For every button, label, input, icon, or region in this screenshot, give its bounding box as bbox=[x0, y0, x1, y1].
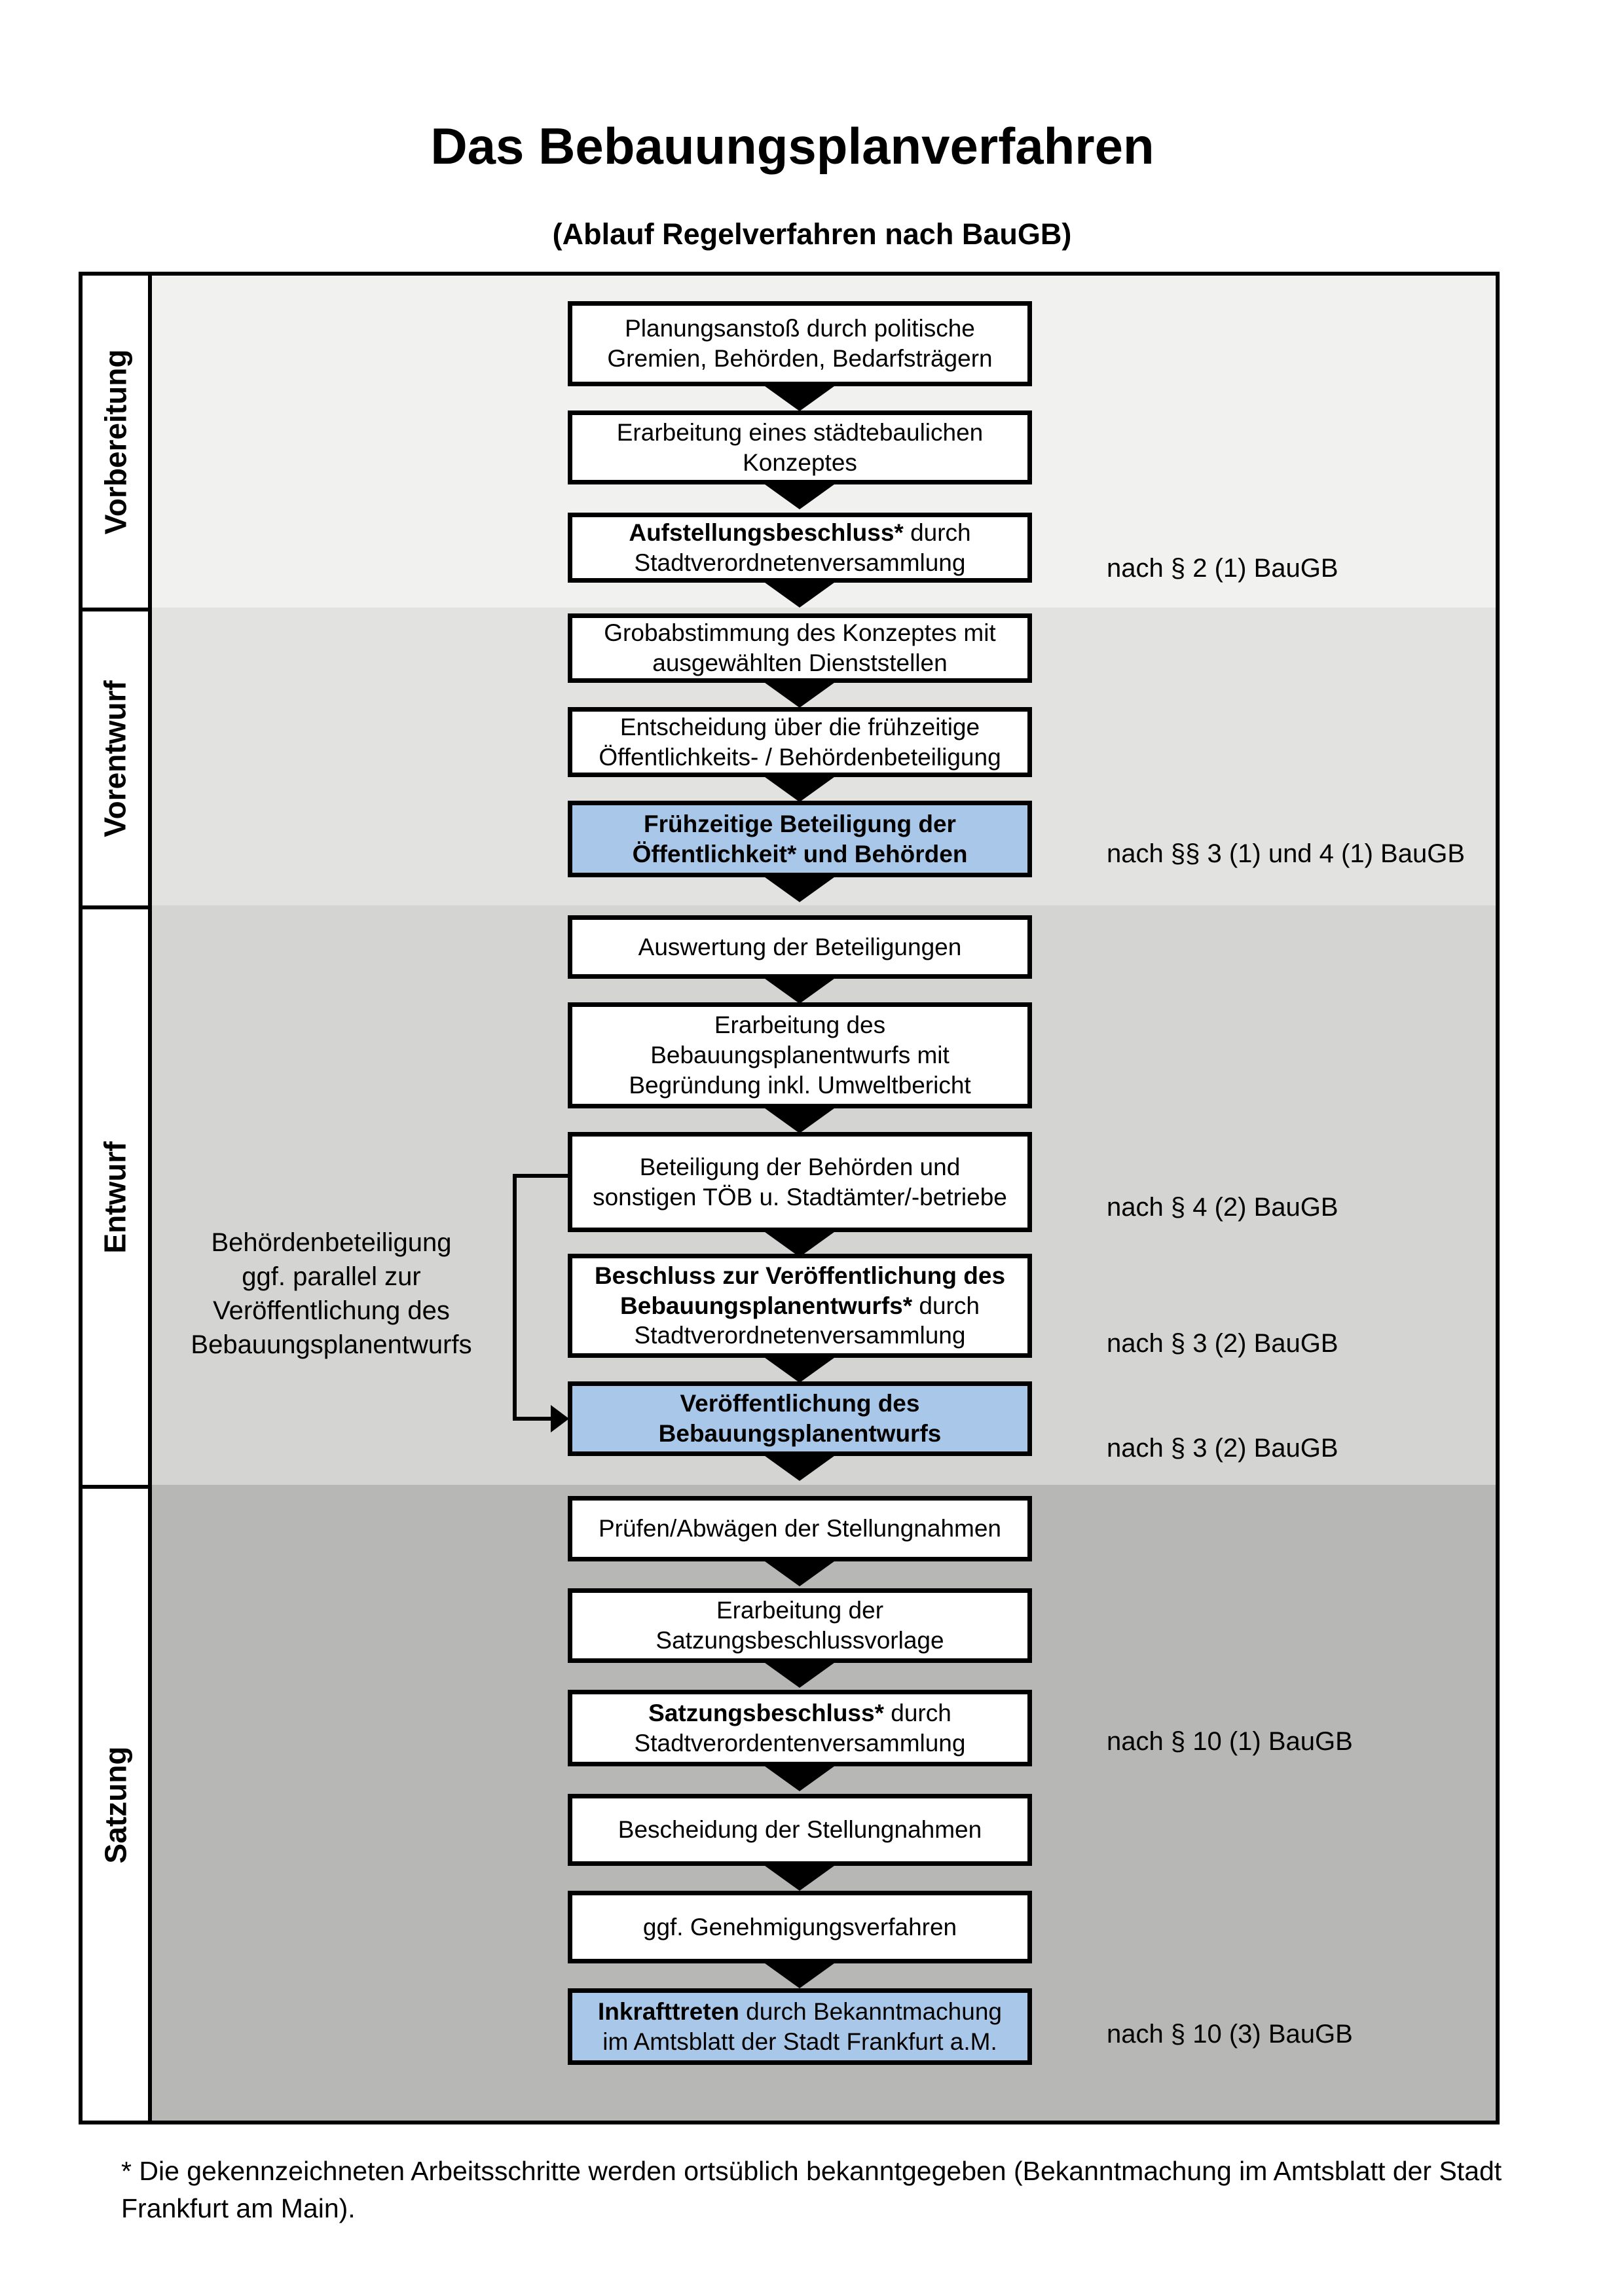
arrow-down-icon bbox=[762, 483, 837, 509]
phase-label-column bbox=[83, 276, 148, 2121]
phase-label-satzung: Satzung bbox=[98, 1746, 133, 1863]
phase-label-entwurf: Entwurf bbox=[98, 1140, 133, 1254]
law-annotation: nach §§ 3 (1) und 4 (1) BauGB bbox=[1107, 839, 1465, 868]
flow-box-genehmigungsverfahren: ggf. Genehmigungsverfahren bbox=[568, 1891, 1032, 1963]
law-annotation: nach § 3 (2) BauGB bbox=[1107, 1329, 1338, 1358]
phase-divider-1 bbox=[79, 608, 152, 611]
arrow-down-icon bbox=[762, 1661, 837, 1688]
arrow-down-icon bbox=[762, 1764, 837, 1791]
arrow-down-icon bbox=[762, 581, 837, 608]
law-annotation: nach § 3 (2) BauGB bbox=[1107, 1434, 1338, 1463]
page-subtitle: (Ablauf Regelverfahren nach BauGB) bbox=[552, 217, 1072, 251]
parallel-connector-top bbox=[513, 1174, 569, 1178]
arrow-down-icon bbox=[762, 875, 837, 902]
flow-box-bescheidung: Bescheidung der Stellungnahmen bbox=[568, 1794, 1032, 1866]
label-column-divider bbox=[148, 272, 152, 2124]
arrow-down-icon bbox=[762, 1961, 837, 1988]
arrow-down-icon bbox=[762, 384, 837, 411]
arrow-down-icon bbox=[762, 1559, 837, 1586]
law-annotation: nach § 10 (1) BauGB bbox=[1107, 1727, 1353, 1756]
footnote: * Die gekennzeichneten Arbeitsschritte w… bbox=[121, 2156, 1502, 2224]
arrow-down-icon bbox=[762, 1864, 837, 1891]
parallel-connector-bottom bbox=[513, 1417, 552, 1421]
phase-divider-2 bbox=[79, 905, 152, 909]
arrow-down-icon bbox=[762, 1356, 837, 1383]
arrow-down-icon bbox=[762, 1230, 837, 1257]
page-title: Das Bebauungsplanverfahren bbox=[430, 117, 1154, 175]
arrow-right-icon bbox=[551, 1405, 569, 1432]
phase-divider-3 bbox=[79, 1485, 152, 1489]
arrow-down-icon bbox=[762, 977, 837, 1004]
arrow-down-icon bbox=[762, 775, 837, 802]
flow-box-pruefen-abwaegen: Prüfen/Abwägen der Stellungnahmen bbox=[568, 1496, 1032, 1561]
arrow-down-icon bbox=[762, 1454, 837, 1481]
law-annotation: nach § 4 (2) BauGB bbox=[1107, 1193, 1338, 1222]
phase-label-vorentwurf: Vorentwurf bbox=[98, 680, 132, 837]
parallel-connector-vertical bbox=[513, 1174, 517, 1421]
flow-box-auswertung: Auswertung der Beteiligungen bbox=[568, 915, 1032, 979]
arrow-down-icon bbox=[762, 1106, 837, 1133]
arrow-down-icon bbox=[762, 681, 837, 708]
phase-label-vorbereitung: Vorbereitung bbox=[98, 349, 133, 534]
law-annotation: nach § 2 (1) BauGB bbox=[1107, 554, 1338, 583]
law-annotation: nach § 10 (3) BauGB bbox=[1107, 2020, 1353, 2049]
